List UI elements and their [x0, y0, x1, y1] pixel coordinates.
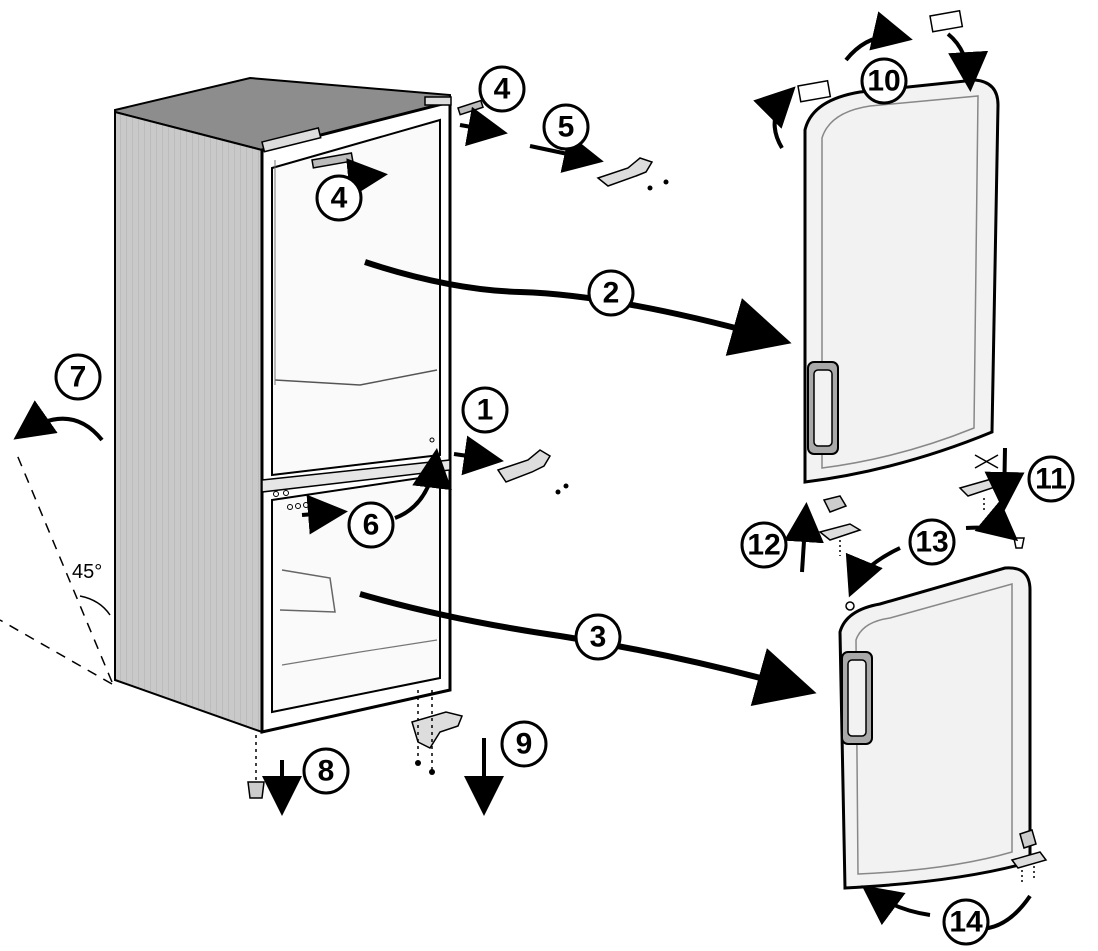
upper-door	[797, 9, 1000, 484]
step-badges: 1 2 3 4 4 5 6 7	[54, 57, 1075, 946]
arrow-plug-left	[753, 86, 796, 150]
fridge-cabinet	[114, 76, 484, 734]
step-badge-8: 8	[302, 747, 350, 795]
lower-door	[838, 537, 1048, 890]
arrow-move-pins-up	[394, 448, 452, 520]
step-badge-12: 12	[740, 521, 788, 569]
svg-text:1: 1	[477, 394, 494, 427]
arrow-bottom-swap-left	[861, 885, 931, 926]
top-plug	[311, 152, 354, 169]
tilt-guide: 45°	[0, 449, 113, 685]
arrows	[13, 11, 1032, 931]
door-plug-right	[929, 9, 964, 33]
arrow-remove-plug	[459, 106, 508, 147]
svg-text:13: 13	[915, 526, 948, 559]
bottom-hinge	[411, 690, 464, 775]
svg-text:6: 6	[363, 509, 380, 542]
step-badge-14: 14	[942, 898, 990, 946]
arrow-plug-right	[946, 32, 989, 92]
svg-text:12: 12	[747, 529, 780, 562]
foot-screw	[247, 735, 265, 799]
step-badge-7: 7	[54, 353, 102, 401]
svg-text:7: 7	[70, 361, 87, 394]
step-badge-4-front: 4	[315, 174, 363, 222]
step-badge-1: 1	[461, 386, 509, 434]
svg-text:4: 4	[494, 73, 511, 106]
top-plug-removed	[457, 99, 484, 116]
step-badge-3: 3	[574, 613, 622, 661]
svg-text:4: 4	[331, 182, 348, 215]
hinge-cover-front	[261, 127, 322, 153]
svg-text:5: 5	[558, 111, 575, 144]
arrow-hinge-12	[783, 502, 824, 573]
step-badge-5: 5	[542, 103, 590, 151]
step-badge-11: 11	[1027, 455, 1075, 503]
door-plug-left	[797, 79, 832, 103]
arrow-move-pins	[301, 494, 348, 535]
door-pin-right	[1013, 537, 1025, 549]
svg-text:8: 8	[318, 755, 335, 788]
fridge-compartment	[271, 118, 441, 477]
step-badge-13: 13	[908, 518, 956, 566]
step-badge-10: 10	[860, 57, 908, 105]
svg-text:14: 14	[949, 906, 983, 939]
arrow-door-upper	[364, 259, 792, 356]
arrow-top-hinge	[529, 133, 604, 173]
svg-text:10: 10	[867, 65, 900, 98]
top-hinge	[596, 157, 669, 191]
arrow-tilt	[13, 400, 104, 442]
middle-hinge	[496, 449, 569, 495]
arrow-plug-swap	[844, 11, 913, 62]
step-badge-4-top: 4	[478, 65, 526, 113]
step-badge-2: 2	[587, 269, 635, 317]
svg-text:3: 3	[590, 621, 607, 654]
svg-text:9: 9	[516, 728, 533, 761]
arrow-hinge-11	[984, 447, 1025, 512]
arrow-pin-swap-left	[845, 546, 901, 598]
cabinet-side	[114, 110, 263, 734]
step-badge-9: 9	[500, 720, 548, 768]
hinge-cover-top	[424, 96, 452, 106]
svg-text:11: 11	[1035, 463, 1067, 496]
arrow-middle-hinge	[453, 435, 504, 476]
tilt-angle-label: 45°	[72, 561, 102, 583]
step-badge-6: 6	[347, 501, 395, 549]
door-pin-left	[845, 601, 855, 611]
svg-text:2: 2	[603, 277, 620, 310]
arrow-door-lower	[359, 591, 817, 706]
arrow-pin-swap	[965, 500, 1019, 542]
